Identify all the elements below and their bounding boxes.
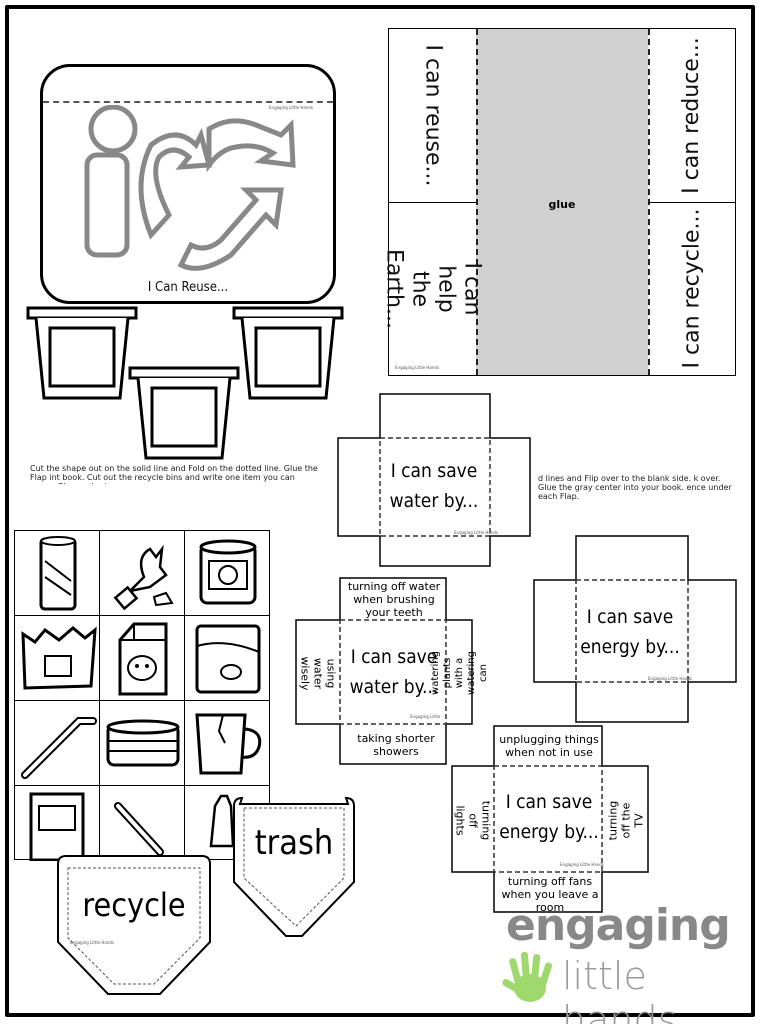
glue-label: glue [548, 197, 576, 211]
water-tip-right: watering plants with a watering can [430, 651, 489, 695]
water-tip-bottom: taking shorter showers [357, 732, 435, 758]
bin-right [232, 306, 344, 400]
flap-right-bottom: I can recycle... [648, 202, 735, 375]
water-tip-right-wrap: watering plants with a watering can [430, 622, 489, 724]
energy-cube-blank-outline [533, 535, 737, 723]
handprint-icon [502, 951, 553, 1002]
recycle-pocket [57, 855, 211, 995]
water-tip-left: using water wisely [298, 655, 338, 691]
water-cube-blank-outline [337, 393, 531, 567]
jar-icon [195, 624, 261, 694]
aluminum-can-icon [39, 536, 77, 611]
cut-left [389, 202, 476, 203]
grid-cell-straw [14, 700, 100, 786]
energy-cube-filled-outline [451, 725, 649, 913]
straw-icon [21, 717, 97, 779]
flap-left-bottom: I can help the Earth... [382, 202, 485, 375]
cube-instructions: d lines and Flip over to the blank side.… [538, 474, 732, 501]
pen-icon [114, 802, 164, 856]
grid-cell-can [14, 530, 100, 616]
grid-cell-foodcan [184, 530, 270, 616]
brand-logo: engaging little hands [500, 900, 740, 1024]
fold-line [43, 101, 333, 103]
bin-left [26, 306, 138, 400]
cut-right [648, 202, 735, 203]
fold-left [476, 29, 478, 375]
grid-cell-jar [184, 615, 270, 701]
foldable-credit: Engaging Little Hands [395, 365, 439, 370]
flap-right-bottom-label: I can recycle... [679, 208, 704, 369]
logo-line2: little hands [562, 954, 678, 1024]
trash-pocket [233, 796, 355, 937]
trash-label: trash [254, 823, 334, 863]
grid-cell-chips [14, 615, 100, 701]
grid-cell-cereal [14, 785, 100, 862]
energy-cube-blank-center: I can save energy by... [580, 606, 680, 658]
water-cube-filled-credit: Engaging Little [410, 714, 441, 719]
grid-cell-bulb [99, 530, 185, 616]
reuse-title: I Can Reuse... [147, 279, 229, 295]
water-cube-blank-credit: Engaging Little Hands [454, 530, 498, 535]
cereal-box-icon [29, 792, 85, 862]
foldable: I can reuse... I can help the Earth... g… [382, 28, 736, 376]
reuse-credit: Engaging Little Hands [269, 105, 313, 110]
grid-cell-pen [99, 785, 185, 860]
water-tip-top: turning off water when brushing your tee… [347, 579, 441, 619]
flap-right-top-label: I can reduce... [679, 37, 704, 194]
sort-grid [14, 530, 270, 862]
logo-line1: engaging [506, 900, 731, 951]
food-can-icon [199, 539, 257, 605]
flap-left-bottom-label: I can help the Earth... [381, 248, 485, 329]
foldable-glue-area [476, 29, 648, 375]
energy-tip-right: turning off the TV [606, 800, 646, 840]
energy-cube-filled-credit: Engaging Little Hands [560, 862, 604, 867]
ic-recycle-icon [84, 105, 296, 271]
milk-carton-icon [118, 622, 168, 696]
energy-tip-right-wrap: turning off the TV [604, 768, 648, 872]
page-border [5, 5, 755, 1017]
pocket-credit: Engaging Little Hands [70, 940, 114, 945]
grid-cell-milk [99, 615, 185, 701]
energy-tip-left: turning off lights [453, 800, 493, 840]
grid-cell-mug [184, 700, 270, 786]
energy-cube-blank-credit: Engaging Little Hands [648, 676, 692, 681]
water-tip-left-wrap: using water wisely [296, 622, 340, 724]
energy-tip-top: unplugging things when not in use [499, 733, 599, 759]
water-cube-blank-center: I can save water by... [389, 460, 479, 512]
water-cube-filled-center: I can save water by... [349, 646, 439, 698]
flap-right-top: I can reduce... [648, 29, 735, 202]
reuse-instructions: Cut the shape out on the solid line and … [30, 464, 318, 484]
energy-tip-left-wrap: turning off lights [452, 768, 494, 872]
reuse-card: I Can Reuse... Engaging Little Hands [40, 64, 336, 304]
water-cube-filled-outline [295, 577, 473, 765]
bin-center [128, 366, 240, 460]
flap-left-top: I can reuse... [389, 29, 476, 202]
energy-tip-bottom: turning off fans when you leave a room [501, 874, 599, 914]
grid-cell-tincan [99, 700, 185, 786]
broken-mug-icon [195, 713, 262, 775]
recycle-label: recycle [82, 886, 186, 924]
chip-bag-icon [21, 626, 97, 690]
energy-cube-filled-center: I can save energy by... [499, 791, 599, 843]
flap-left-top-label: I can reuse... [420, 44, 446, 187]
tin-can-icon [106, 719, 180, 767]
broken-light-bulb-icon [113, 544, 174, 611]
